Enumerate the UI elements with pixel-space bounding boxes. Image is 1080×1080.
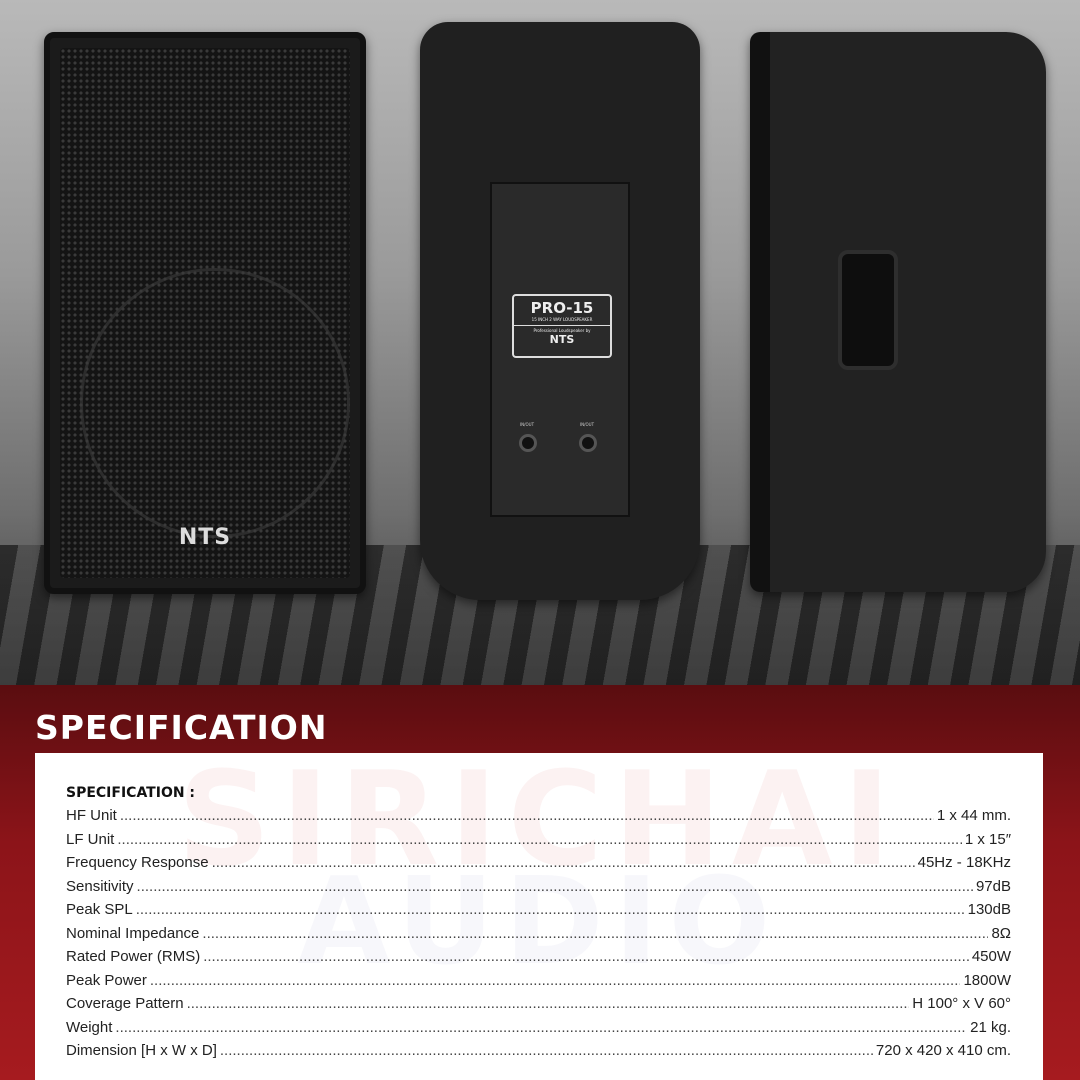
spec-value: 21 kg. (970, 1018, 1011, 1036)
spec-label: Rated Power (RMS) (66, 948, 201, 965)
maker-line: Professional Loudspeaker by (533, 328, 591, 333)
dot-leader (120, 807, 934, 824)
watermark: SIRICHAI (177, 753, 901, 895)
spec-row: HF Unit 1 x 44 mm. (66, 807, 1011, 831)
dot-leader (202, 925, 988, 942)
speaker-grille (60, 48, 350, 578)
dot-leader (220, 1042, 873, 1059)
spec-value: H 100° x V 60° (912, 995, 1011, 1012)
speaker-side-view (750, 32, 1046, 592)
spec-label: LF Unit (66, 830, 115, 848)
woofer-outline (80, 268, 350, 538)
spec-label: HF Unit (66, 807, 117, 824)
model-badge: PRO-15 15 INCH 2 WAY LOUDSPEAKER Profess… (512, 294, 612, 358)
dot-leader (212, 854, 915, 871)
spec-row: Dimension [H x W x D] 720 x 420 x 410 cm. (66, 1042, 1011, 1066)
spec-value: 130dB (967, 901, 1011, 918)
spec-value: 1800W (963, 971, 1011, 989)
spec-row: Peak Power 1800W (66, 972, 1011, 996)
jack-label: IN/OUT (520, 422, 535, 427)
dot-leader (115, 1019, 967, 1036)
spec-row: Peak SPL 130dB (66, 901, 1011, 925)
model-subtitle: 15 INCH 2 WAY LOUDSPEAKER (514, 317, 610, 326)
spec-value: 45Hz - 18KHz (917, 854, 1011, 871)
spec-value: 8Ω (991, 924, 1011, 942)
spec-row: Rated Power (RMS) 450W (66, 948, 1011, 972)
spec-heading: SPECIFICATION : (66, 785, 196, 801)
speakon-jack-icon (579, 434, 597, 452)
dot-leader (187, 995, 910, 1012)
maker-logo: NTS (549, 333, 575, 346)
spec-value: 97dB (975, 877, 1011, 895)
dot-leader (203, 948, 969, 965)
spec-label: Coverage Pattern (66, 995, 184, 1012)
spec-row: Nominal Impedance 8Ω (66, 925, 1011, 949)
side-handle (838, 250, 898, 370)
spec-value: 1 x 44 mm. (936, 807, 1011, 824)
spec-value: 720 x 420 x 410 cm. (875, 1042, 1011, 1059)
spec-list: HF Unit 1 x 44 mm. LF Unit 1 x 15″ Frequency… (66, 807, 1011, 1066)
spec-value: 450W (971, 948, 1011, 965)
model-name: PRO-15 (530, 299, 594, 317)
spec-label: Sensitivity (66, 877, 134, 895)
jack-label: IN/OUT (580, 422, 595, 427)
spec-panel: SIRICHAI AUDIO SPECIFICATION : HF Unit 1 … (35, 753, 1043, 1080)
spec-row: Coverage Pattern H 100° x V 60° (66, 995, 1011, 1019)
spec-row: Weight 21 kg. (66, 1019, 1011, 1043)
dot-leader (136, 901, 965, 918)
speaker-back-view: PRO-15 15 INCH 2 WAY LOUDSPEAKER Profess… (420, 22, 700, 600)
spec-row: LF Unit 1 x 15″ (66, 831, 1011, 855)
spec-label: Frequency Response (66, 854, 209, 871)
spec-label: Nominal Impedance (66, 924, 200, 942)
spec-label: Peak SPL (66, 901, 133, 918)
speaker-front-view: NTS (44, 32, 366, 594)
spec-label: Dimension [H x W x D] (66, 1042, 217, 1059)
spec-row: Frequency Response 45Hz - 18KHz (66, 854, 1011, 878)
dot-leader (117, 831, 961, 848)
dot-leader (150, 972, 961, 989)
rear-panel: PRO-15 15 INCH 2 WAY LOUDSPEAKER Profess… (490, 182, 630, 517)
watermark: AUDIO (297, 853, 781, 992)
spec-row: Sensitivity 97dB (66, 878, 1011, 902)
nts-logo: NTS (178, 525, 232, 550)
speakon-jack-icon (519, 434, 537, 452)
dot-leader (137, 878, 973, 895)
spec-value: 1 x 15″ (964, 830, 1011, 848)
spec-label: Weight (66, 1018, 113, 1036)
section-title: SPECIFICATION (35, 708, 328, 747)
spec-label: Peak Power (66, 971, 147, 989)
